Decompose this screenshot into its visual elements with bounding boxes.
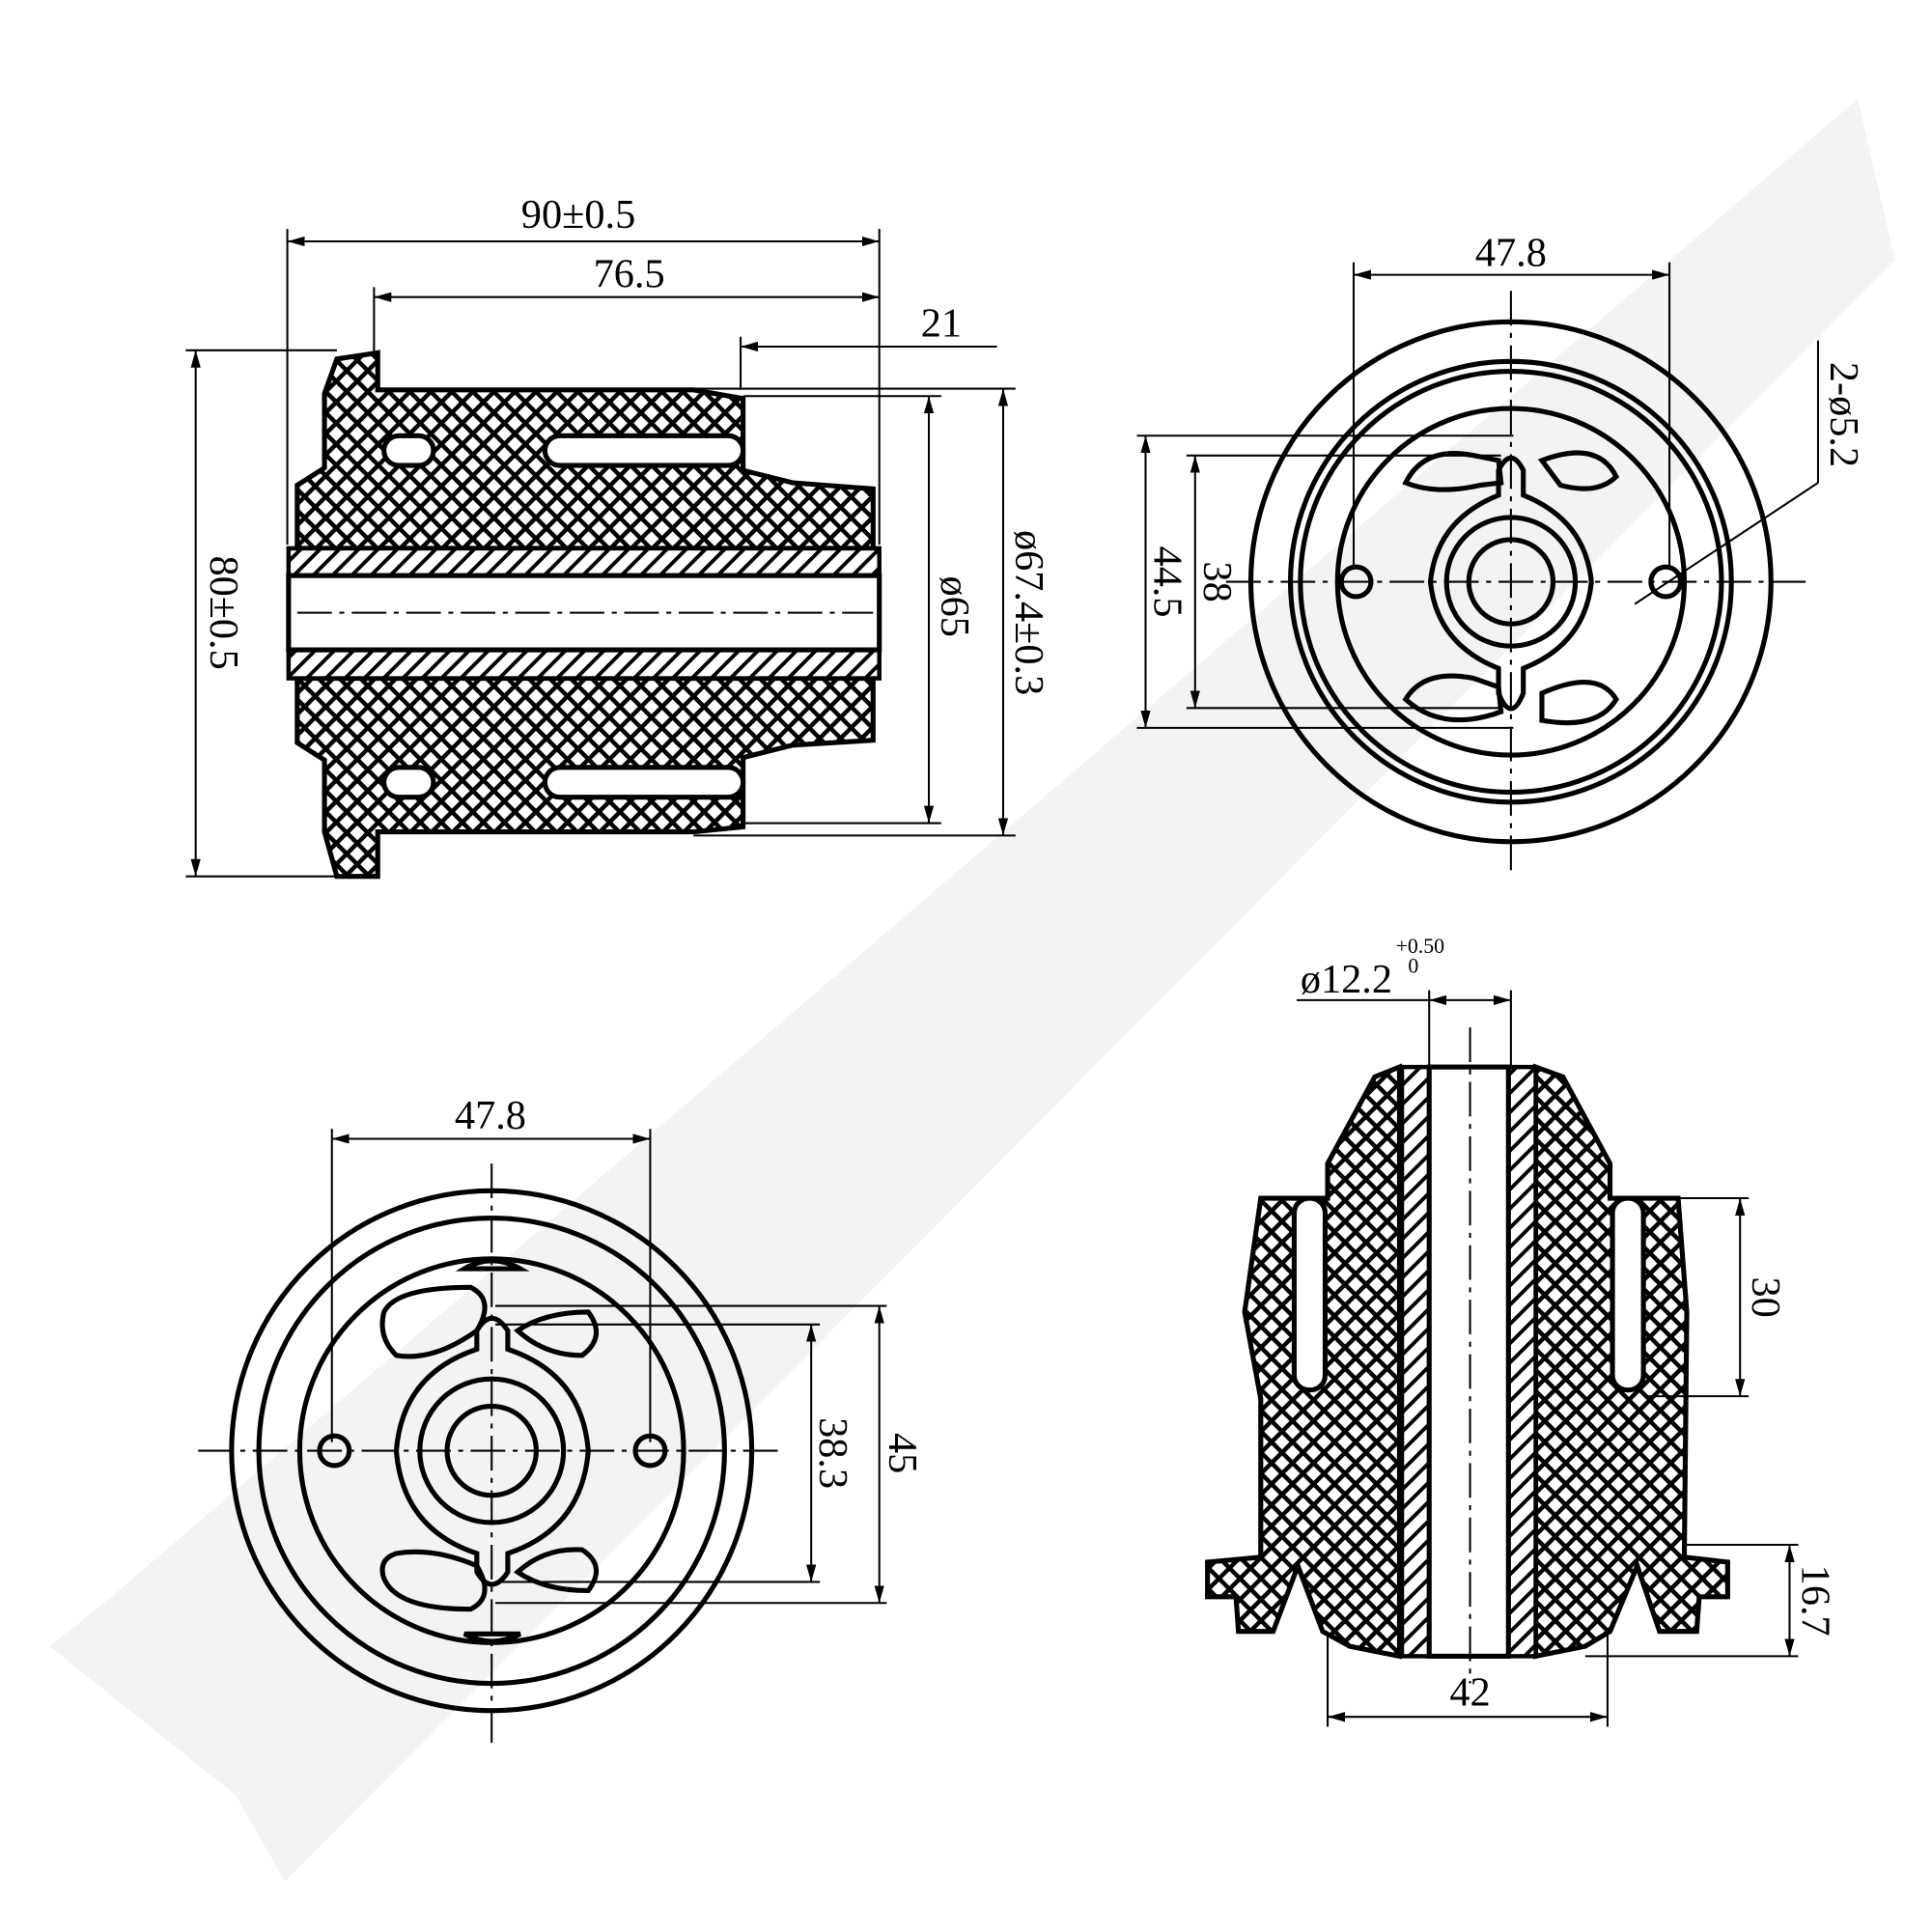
- dim-body-length: 76.5: [594, 251, 665, 296]
- end-view-top: 47.8 2-ø5.2 44.5 38: [1136, 231, 1866, 877]
- dim-slot-depth: 30: [1743, 1276, 1788, 1317]
- dim-inner-diameter: ø65: [932, 575, 977, 636]
- dim-bore-tol-upper: +0.50: [1396, 935, 1445, 958]
- dim-flange-height: 16.7: [1792, 1565, 1837, 1637]
- dim-inner-height-bottom: 38.3: [810, 1417, 855, 1489]
- dim-overall-length: 90±0.5: [521, 192, 635, 238]
- side-section-view: 90±0.5 76.5 21 ø65 ø67.4±0.3 80±0.5: [185, 192, 1051, 880]
- end-view-bottom: 47.8 38.3 45: [198, 1093, 925, 1746]
- dim-bore-tol-lower: 0: [1408, 955, 1418, 978]
- dim-base-width: 42: [1449, 1670, 1490, 1716]
- dim-outer-height: 44.5: [1144, 546, 1190, 618]
- section-view: ø12.2 +0.50 0 30 16.7 42: [1205, 935, 1837, 1727]
- dim-inner-height: 38: [1194, 561, 1240, 602]
- dim-hole-spec: 2-ø5.2: [1821, 362, 1866, 467]
- dim-hole-spacing: 47.8: [1475, 231, 1547, 276]
- dim-step-length: 21: [921, 301, 962, 347]
- watermark: [49, 98, 1895, 1882]
- dim-hole-spacing-bottom: 47.8: [455, 1093, 526, 1138]
- dim-outer-height-bottom: 45: [880, 1433, 925, 1473]
- dim-outer-diameter: ø67.4±0.3: [1006, 530, 1051, 695]
- dim-flange-diameter: 80±0.5: [201, 555, 246, 669]
- dim-bore-diameter: ø12.2: [1301, 957, 1392, 1002]
